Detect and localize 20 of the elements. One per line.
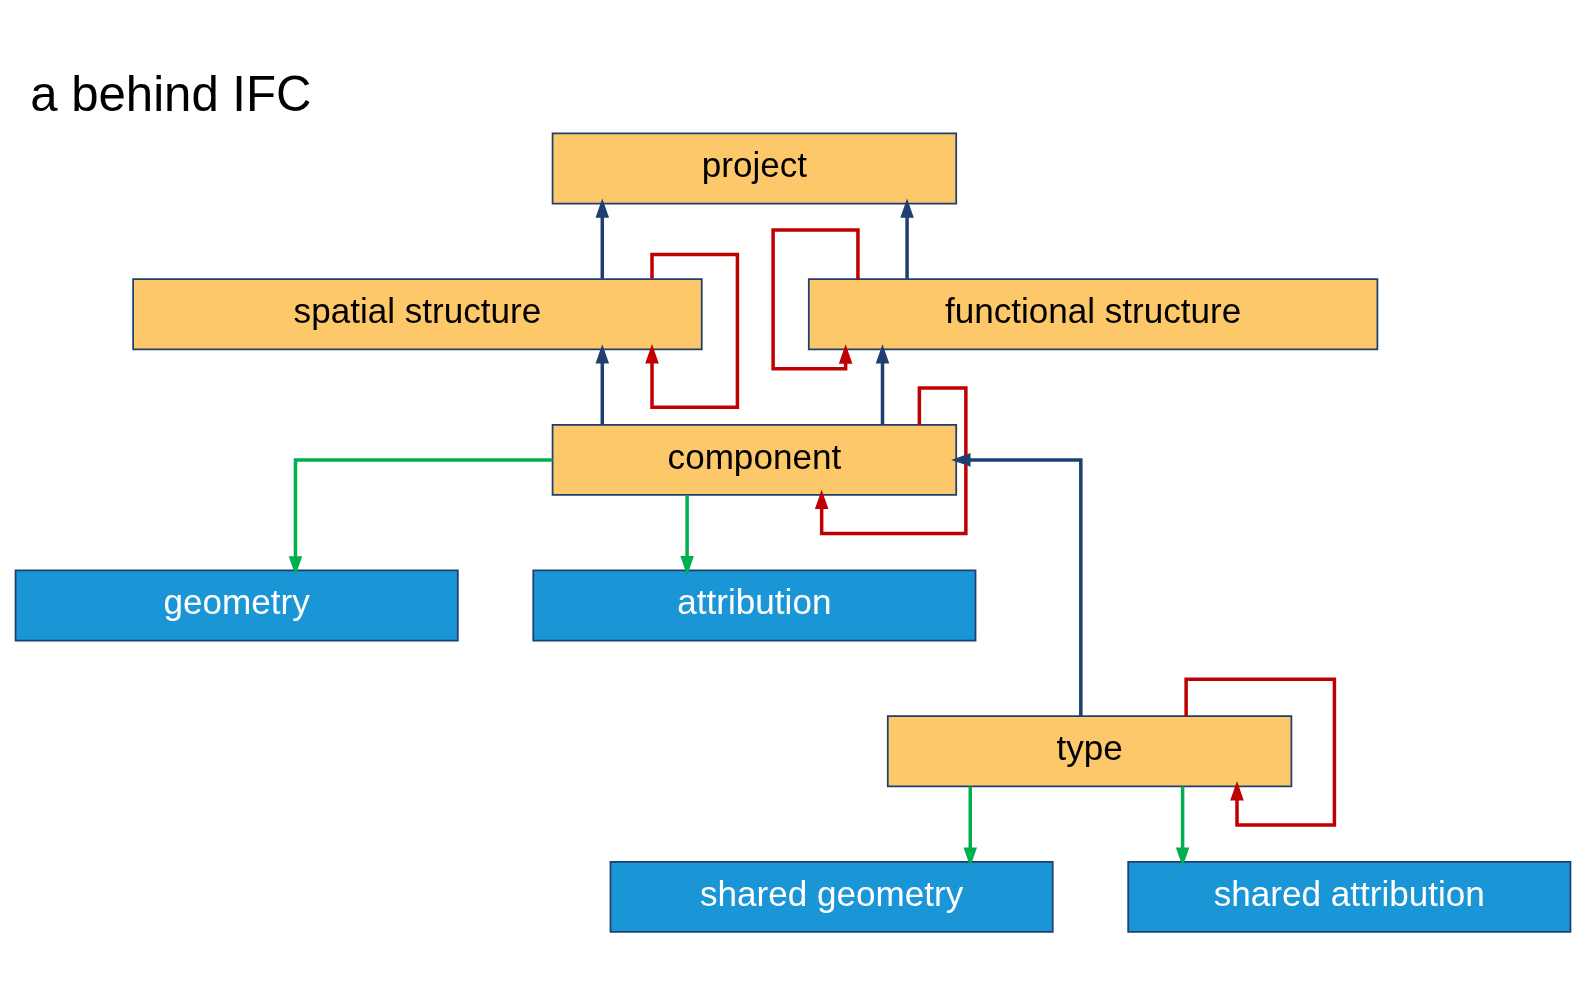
arrow — [951, 452, 1083, 716]
arrow — [680, 494, 694, 575]
arrow — [595, 343, 610, 424]
arrow — [814, 385, 968, 535]
node-box: attribution — [532, 569, 977, 642]
arrow — [288, 457, 553, 576]
arrow — [595, 198, 610, 279]
node-box: shared geometry — [609, 860, 1054, 933]
node-box: shared attribution — [1127, 860, 1572, 933]
node-box: type — [886, 714, 1293, 787]
arrow — [1175, 785, 1190, 867]
node-box: project — [551, 132, 958, 205]
diagram-title: a behind IFC — [30, 66, 312, 121]
node-box: geometry — [14, 569, 459, 642]
node-box: functional structure — [807, 277, 1379, 350]
arrow — [900, 198, 914, 279]
arrow — [875, 343, 890, 424]
node-box: component — [551, 423, 958, 496]
arrow — [963, 785, 978, 867]
node-box: spatial structure — [132, 277, 703, 350]
